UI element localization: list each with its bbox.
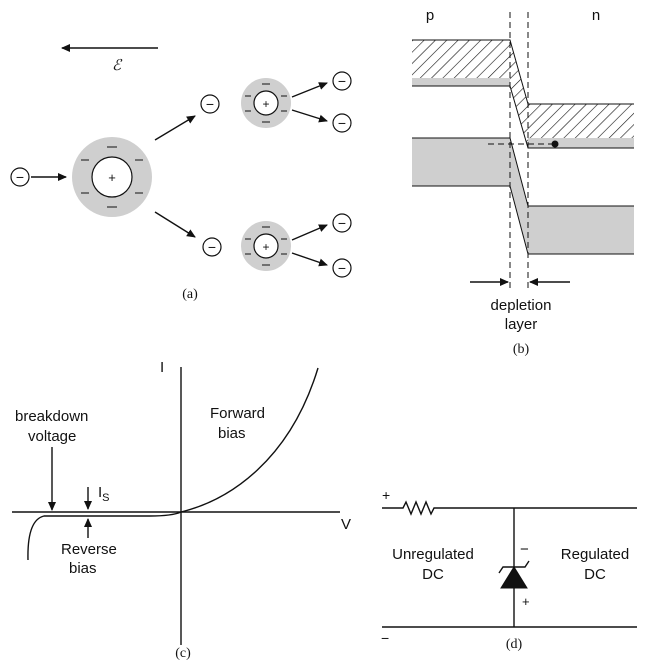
svg-text:−: −: [338, 215, 346, 231]
svg-text:−: −: [208, 239, 216, 255]
svg-text:−: −: [338, 115, 346, 131]
electron-mid-bottom: −: [202, 237, 222, 257]
cb-bottom-edge: [412, 85, 634, 149]
plus-terminal: +: [382, 487, 390, 503]
vb-bottom-edge: [412, 185, 634, 255]
conduction-band-shade: [528, 138, 634, 148]
svg-text:+: +: [262, 240, 269, 254]
arrow-top-1: [291, 82, 328, 98]
svg-text:+: +: [108, 170, 116, 185]
svg-text:−: −: [206, 96, 214, 112]
unregulated-label-2: DC: [422, 566, 444, 583]
electron-bottom-2: −: [332, 258, 352, 278]
v-axis-label: V: [341, 516, 351, 533]
breakdown-label-2: voltage: [28, 428, 76, 445]
n-label: n: [592, 7, 600, 24]
panel-b: p n depletion layer (b): [412, 7, 634, 357]
caption-a: (a): [182, 287, 198, 302]
vb-top-edge: [412, 137, 634, 207]
conduction-band: [412, 40, 634, 148]
regulated-label-1: Regulated: [561, 546, 629, 563]
atom-large: +: [72, 137, 152, 217]
svg-text:−: −: [338, 260, 346, 276]
cb-top-edge: [412, 39, 634, 105]
breakdown-label-1: breakdown: [15, 408, 88, 425]
tunneling-electron: [551, 140, 559, 148]
arrow-bottom-2: [291, 252, 328, 267]
conduction-band-shade-p: [412, 78, 510, 86]
caption-b: (b): [513, 342, 530, 357]
arrow-top-2: [291, 109, 328, 123]
reverse-label-2: bias: [69, 560, 97, 577]
valence-band: [412, 138, 634, 254]
forward-label-1: Forward: [210, 405, 265, 422]
unregulated-label-1: Unregulated: [392, 546, 474, 563]
iv-curve: [27, 367, 319, 561]
reverse-label-1: Reverse: [61, 541, 117, 558]
panel-a: ℰ − + − −: [10, 44, 352, 302]
electron-top-2: −: [332, 113, 352, 133]
incoming-electron: −: [10, 167, 30, 187]
forward-label-2: bias: [218, 425, 246, 442]
electron-bottom-1: −: [332, 213, 352, 233]
arrow-down: [154, 211, 196, 238]
arrow-bottom-1: [291, 224, 328, 241]
depletion-label-1: depletion: [491, 297, 552, 314]
svg-text:−: −: [16, 169, 24, 185]
diode-plus: +: [522, 594, 530, 609]
p-label: p: [426, 7, 434, 24]
diode-minus: −: [520, 541, 529, 558]
caption-c: (c): [175, 646, 191, 661]
minus-terminal: −: [381, 630, 389, 646]
panel-c: I V breakdown voltage Forward bias IS Re…: [12, 359, 351, 661]
electron-top-1: −: [332, 71, 352, 91]
regulated-label-2: DC: [584, 566, 606, 583]
field-symbol: ℰ: [112, 58, 123, 74]
atom-small-bottom: +: [241, 221, 291, 271]
top-wire: [382, 500, 637, 516]
svg-text:+: +: [262, 97, 269, 111]
caption-d: (d): [506, 637, 523, 652]
panel-d: + − − + Unregulated DC Regulated DC (d): [381, 487, 637, 652]
atom-small-top: +: [241, 78, 291, 128]
is-label: IS: [98, 484, 110, 504]
depletion-label-2: layer: [505, 316, 538, 333]
arrow-up: [154, 115, 196, 141]
electron-mid-top: −: [200, 94, 220, 114]
i-axis-label: I: [160, 359, 164, 376]
svg-text:−: −: [338, 73, 346, 89]
zener-diode: [498, 560, 530, 589]
